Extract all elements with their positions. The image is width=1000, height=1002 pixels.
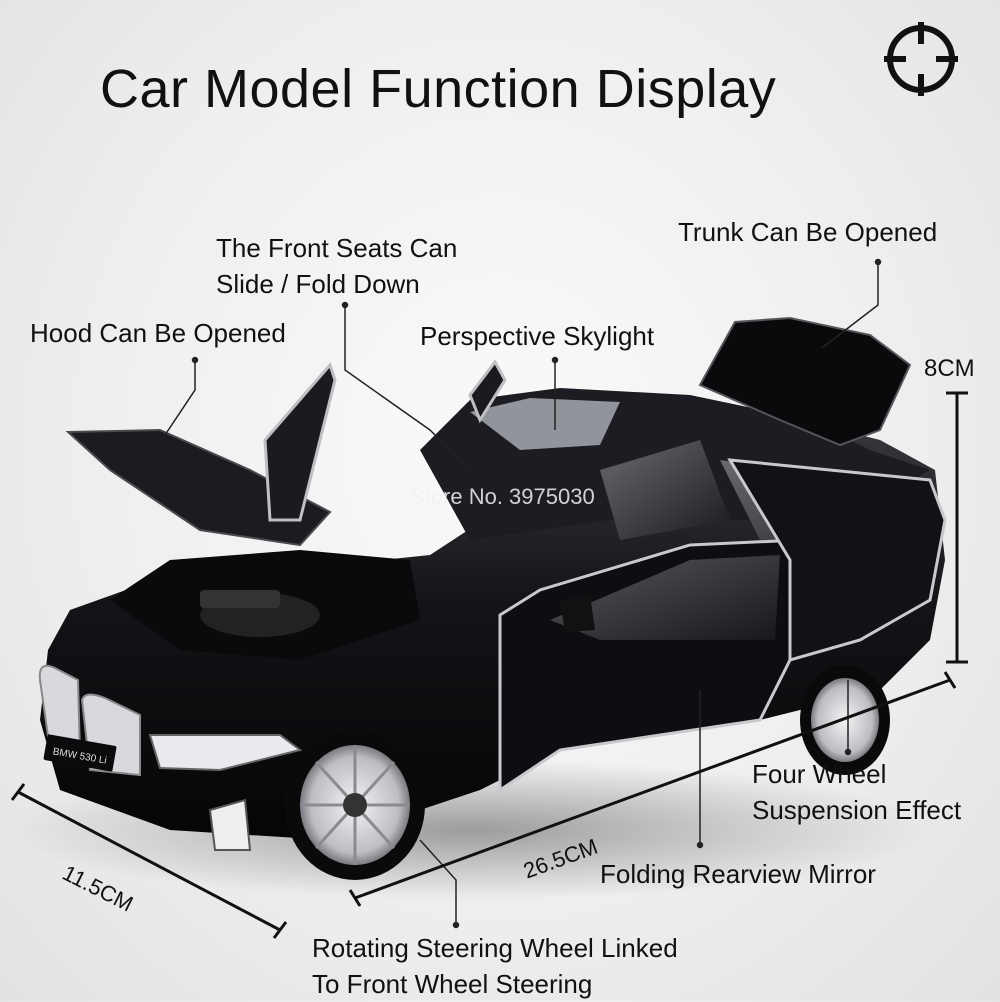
license-plate (43, 734, 117, 772)
front-seats-label: The Front Seats Can Slide / Fold Down (216, 230, 457, 302)
side-mirror (560, 595, 595, 632)
mirror-label: Folding Rearview Mirror (600, 859, 876, 889)
opened-front-door-upper (263, 362, 337, 522)
skylight-label: Perspective Skylight (420, 321, 655, 351)
height-dimension-label: 8CM (924, 355, 975, 382)
suspension-label-line-2: Suspension Effect (752, 795, 962, 825)
width-dimension-line (17, 790, 281, 932)
steering-label-line-2: To Front Wheel Steering (312, 969, 593, 999)
callout-lines (154, 258, 882, 929)
steering-label-line-1: Rotating Steering Wheel Linked (312, 933, 678, 963)
kidney-grille-left (38, 664, 82, 757)
front-wheel (285, 730, 425, 880)
suspension-label: Four Wheel Suspension Effect (752, 756, 961, 828)
opened-trunk (698, 316, 912, 447)
side-window (600, 440, 730, 540)
front-seats-label-line-1: The Front Seats Can (216, 233, 458, 263)
steering-label: Rotating Steering Wheel Linked To Front … (312, 930, 678, 1002)
trunk-callout-line (821, 262, 879, 349)
opened-rear-door (727, 458, 947, 662)
length-dimension-line (354, 678, 951, 900)
suspension-label-line-1: Four Wheel (752, 759, 887, 789)
hood-callout-line (154, 360, 196, 451)
opened-hood (65, 428, 332, 547)
sunroof (470, 398, 620, 450)
dimension-lines (10, 391, 968, 939)
page-title: Car Model Function Display (100, 59, 777, 119)
trunk-label: Trunk Can Be Opened (678, 217, 938, 247)
watermark-text: Store No. 3975030 (410, 484, 595, 509)
front-seats-label-line-2: Slide / Fold Down (216, 269, 420, 299)
fog-light (208, 798, 252, 851)
crosshair-icon (884, 22, 958, 96)
headlight (148, 734, 303, 772)
steering-callout-line (419, 839, 457, 925)
seats-callout-line (344, 305, 471, 471)
opened-rear-door-upper (468, 359, 507, 424)
hood-label: Hood Can Be Opened (30, 318, 286, 348)
